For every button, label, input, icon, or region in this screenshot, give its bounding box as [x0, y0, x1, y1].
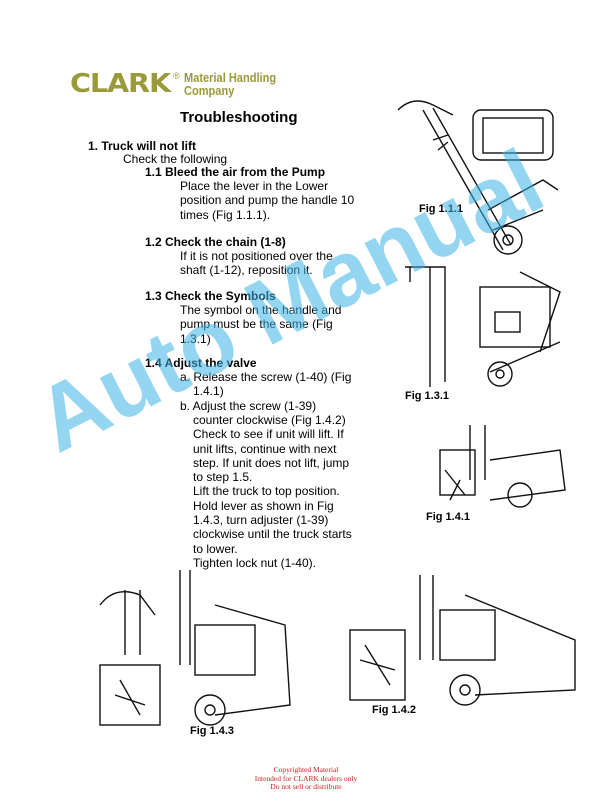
copyright-footer: Copyrighted Material Intended for CLARK … [0, 765, 612, 792]
footer-line: Do not sell or distribute [270, 782, 342, 791]
step-text-line: 1.3.1) [180, 331, 211, 346]
figure-1-4-3: Fig 1.4.3 [95, 565, 295, 745]
section-heading: 1. Truck will not lift [88, 139, 197, 153]
logo-brand: CLARK [70, 69, 171, 99]
footer-line: Copyrighted Material [273, 765, 339, 774]
step-text-line: Lift the truck to top position. [193, 484, 340, 499]
adjust-screw-illustration [349, 575, 576, 706]
step-text-line: clockwise until the truck starts [193, 527, 352, 542]
step-heading: 1.3 Check the Symbols [145, 289, 276, 303]
step-text-line: 1.4.1) [193, 384, 224, 399]
step-text-line: Place the lever in the Lower [180, 179, 329, 193]
footer-line: Intended for CLARK dealers only [254, 773, 358, 783]
figure-1-3-1: Fig 1.3.1 [400, 262, 570, 402]
step-text-line: counter clockwise (Fig 1.4.2) [193, 412, 346, 427]
figure-1-1-1: Fig 1.1.1 [393, 90, 563, 260]
figure-caption: Fig 1.4.2 [372, 704, 417, 716]
figure-caption: Fig 1.3.1 [405, 390, 450, 402]
figure-1-4-2: Fig 1.4.2 [345, 570, 585, 720]
step-text-line: Hold lever as shown in Fig [193, 498, 334, 513]
step-text-line: to lower. [193, 541, 238, 556]
logo-line-1: Material Handling [183, 70, 276, 85]
step-text-line: a. Release the screw (1-40) (Fig [180, 370, 352, 384]
pallet-truck-symbol-illustration [405, 266, 561, 387]
step-text-line: b. Adjust the screw (1-39) [180, 398, 317, 413]
step-heading: 1.4 Adjust the valve [145, 356, 257, 370]
step-text-line: unit lifts, continue with next [193, 441, 337, 456]
figure-caption: Fig 1.4.3 [190, 725, 235, 737]
pallet-truck-pump-illustration [397, 100, 559, 255]
step-heading: 1.2 Check the chain (1-8) [145, 235, 286, 249]
section-intro: Check the following [123, 152, 228, 166]
logo-line-2: Company [183, 83, 234, 98]
valve-screw-illustration [439, 425, 566, 508]
step-text-line: step. If unit does not lift, jump [193, 455, 350, 470]
step-text-line: Check to see if unit will lift. If [193, 427, 344, 442]
step-text-line: to step 1.5. [193, 470, 253, 485]
step-text-line: If it is not positioned over the [180, 249, 333, 263]
page-title: Troubleshooting [180, 109, 298, 126]
figure-1-4-1: Fig 1.4.1 [410, 420, 570, 530]
step-text-line: The symbol on the handle and [180, 303, 342, 317]
step-text-line: times (Fig 1.1.1). [180, 207, 271, 222]
step-text-line: shaft (1-12), reposition it. [180, 263, 313, 278]
figure-caption: Fig 1.4.1 [426, 511, 471, 523]
step-text-line: Tighten lock nut (1-40). [193, 555, 316, 570]
step-heading: 1.1 Bleed the air from the Pump [145, 165, 326, 179]
hold-lever-illustration [99, 570, 291, 726]
step-text-line: pump must be the same (Fig [180, 317, 333, 332]
figure-caption: Fig 1.1.1 [419, 203, 464, 215]
step-text-line: position and pump the handle 10 [180, 193, 355, 208]
step-text-line: 1.4.3, turn adjuster (1-39) [193, 513, 329, 527]
logo-registered: ® [172, 71, 180, 81]
